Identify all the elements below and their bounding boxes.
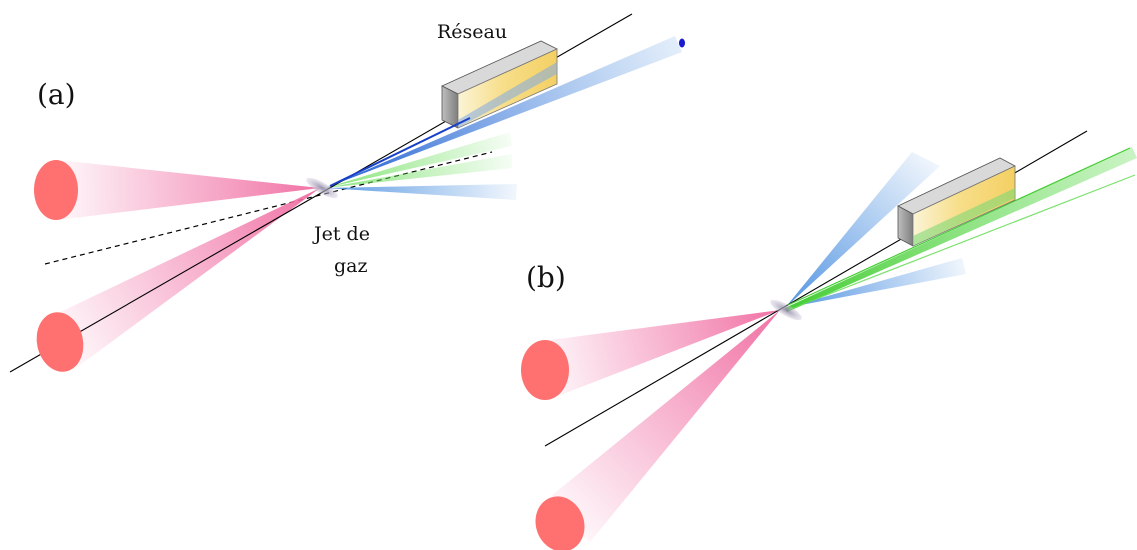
- panel-a-diffracted-ray: [329, 117, 471, 187]
- panel-b-laser-source-lower: [535, 496, 585, 550]
- panel-b-laser-beam-lower: [540, 310, 780, 542]
- panel-b: (b): [521, 130, 1137, 550]
- panel-b-harmonic-beam-blue-upper: [785, 152, 940, 308]
- panel-b-gas-jet: [770, 299, 802, 321]
- panel-a-grating-beam-spot: [458, 62, 557, 128]
- panel-b-harmonic-beam-green: [785, 147, 1137, 312]
- panel-b-grating-beam-spot: [913, 188, 1015, 246]
- gas-jet-label-line1: Jet de: [312, 223, 370, 245]
- panel-a-laser-source-lower: [36, 312, 84, 372]
- grating-label: Réseau: [437, 21, 507, 43]
- panel-a-laser-source-upper: [34, 160, 78, 220]
- panel-a-harmonic-beam-green-upper: [325, 132, 512, 188]
- panel-b-green-ray-upper: [787, 147, 1131, 306]
- panel-b-grating: [897, 157, 1016, 247]
- panel-b-green-ray-lower: [787, 174, 1136, 311]
- panel-a-focus-dot: [679, 38, 685, 48]
- panel-a-grating: [441, 40, 558, 129]
- panel-a-harmonic-beam-blue-lower: [325, 184, 517, 200]
- panel-a: (a) Réseau Jet de gaz: [9, 13, 685, 373]
- panel-b-laser-source-upper: [521, 340, 569, 400]
- panel-a-gas-jet: [306, 177, 338, 199]
- panel-a-harmonic-beam-blue-diffracted: [325, 36, 682, 188]
- gas-jet-label-line2: gaz: [334, 255, 368, 277]
- panel-b-harmonic-beam-blue-lower: [785, 258, 966, 308]
- panel-b-label: (b): [526, 261, 566, 294]
- panel-a-laser-beam-upper: [57, 160, 320, 220]
- panel-b-laser-beam-upper: [535, 310, 780, 396]
- panel-a-harmonic-beam-green-lower: [325, 154, 512, 188]
- panel-a-label: (a): [37, 78, 76, 111]
- panel-a-dashed-axis: [44, 151, 493, 265]
